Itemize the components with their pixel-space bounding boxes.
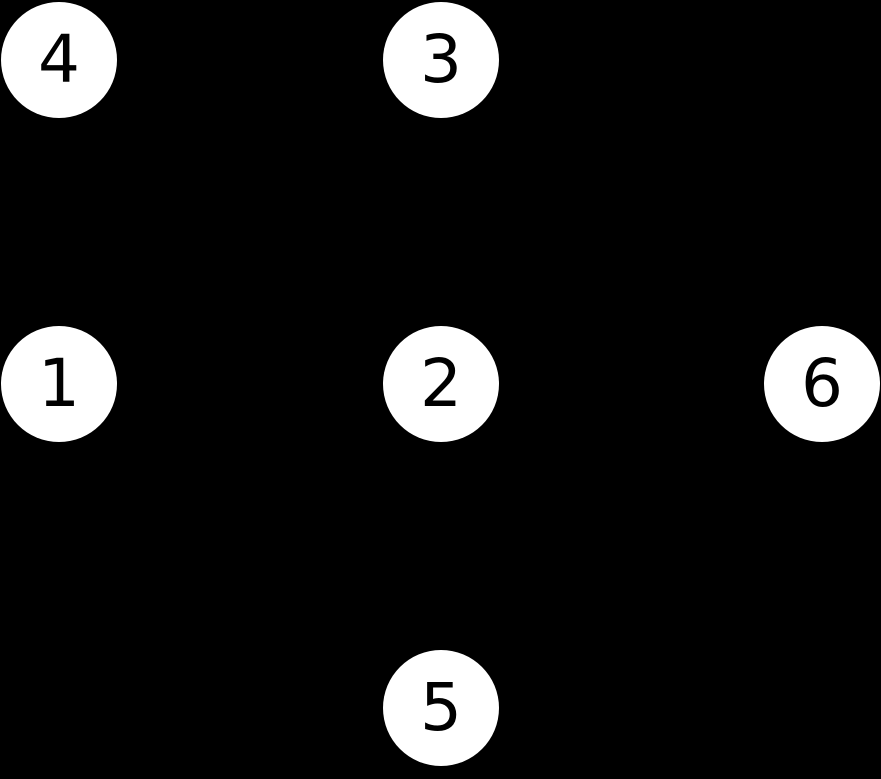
node-label: 4 bbox=[38, 21, 80, 98]
graph-node-5: 5 bbox=[383, 650, 499, 766]
node-label: 1 bbox=[38, 345, 80, 422]
node-label: 5 bbox=[420, 669, 462, 746]
node-label: 2 bbox=[420, 345, 462, 422]
node-label: 3 bbox=[420, 21, 462, 98]
graph-node-6: 6 bbox=[764, 326, 880, 442]
graph-node-3: 3 bbox=[383, 2, 499, 118]
graph-node-4: 4 bbox=[1, 2, 117, 118]
graph-node-1: 1 bbox=[1, 326, 117, 442]
graph-node-2: 2 bbox=[383, 326, 499, 442]
node-label: 6 bbox=[801, 345, 843, 422]
